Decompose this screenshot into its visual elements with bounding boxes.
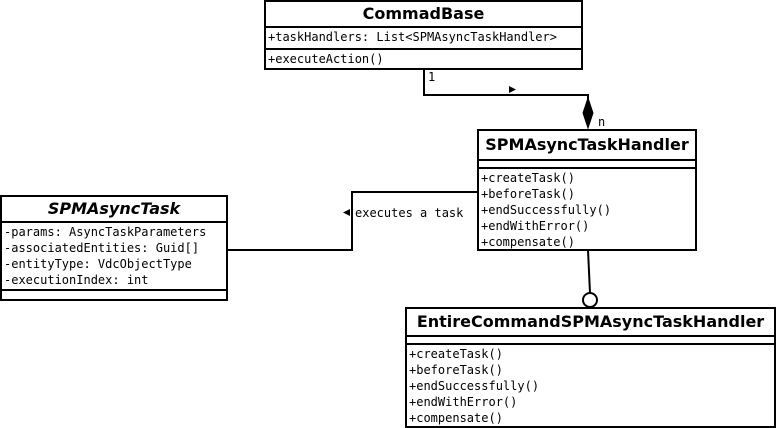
attribute: -associatedEntities: Guid[] <box>4 241 200 255</box>
operations-section: +createTask() +beforeTask() +endSuccessf… <box>407 345 774 427</box>
source-multiplicity: 1 <box>428 70 435 84</box>
operation: +compensate() <box>409 411 503 425</box>
operation: +createTask() <box>481 171 575 185</box>
executes-arrow-icon <box>343 209 350 216</box>
operations-section: +executeAction() <box>266 50 581 68</box>
class-commadbase[interactable]: CommadBase +taskHandlers: List<SPMAsyncT… <box>264 0 583 70</box>
operation: +endWithError() <box>409 395 518 409</box>
class-name: CommadBase <box>266 2 581 28</box>
class-entirecommandspmasynctaskhandler[interactable]: EntireCommandSPMAsyncTaskHandler +create… <box>405 307 776 428</box>
class-name: EntireCommandSPMAsyncTaskHandler <box>407 309 774 337</box>
attributes-section <box>479 161 695 169</box>
attributes-section: +taskHandlers: List<SPMAsyncTaskHandler> <box>266 28 581 50</box>
operation: +endSuccessfully() <box>409 379 540 393</box>
class-spmasynctask[interactable]: SPMAsyncTask -params: AsyncTaskParameter… <box>0 195 228 301</box>
operation: +endSuccessfully() <box>481 203 612 217</box>
class-name: SPMAsyncTaskHandler <box>479 131 695 161</box>
attribute: -entityType: VdcObjectType <box>4 257 192 271</box>
operation: +compensate() <box>481 235 575 249</box>
executes-association-line <box>227 191 478 251</box>
operation: +beforeTask() <box>481 187 575 201</box>
target-multiplicity: n <box>598 115 605 129</box>
composition-diamond <box>582 96 594 130</box>
operation: +executeAction() <box>268 52 384 66</box>
composition-line <box>423 69 589 118</box>
class-name: SPMAsyncTask <box>2 197 226 223</box>
operation: +endWithError() <box>481 219 590 233</box>
attribute: +taskHandlers: List<SPMAsyncTaskHandler> <box>268 30 557 44</box>
attributes-section: -params: AsyncTaskParameters -associated… <box>2 223 226 291</box>
attribute: -executionIndex: int <box>4 273 149 287</box>
executes-label: executes a task <box>355 206 464 220</box>
operations-section <box>2 291 226 293</box>
class-spmasynctaskhandler[interactable]: SPMAsyncTaskHandler +createTask() +befor… <box>477 129 697 251</box>
realization-line <box>587 249 591 294</box>
direction-arrow-icon <box>509 86 516 93</box>
operations-section: +createTask() +beforeTask() +endSuccessf… <box>479 169 695 251</box>
operation: +beforeTask() <box>409 363 503 377</box>
attributes-section <box>407 337 774 345</box>
attribute: -params: AsyncTaskParameters <box>4 225 207 239</box>
interface-lollipop-icon <box>582 292 598 308</box>
operation: +createTask() <box>409 347 503 361</box>
